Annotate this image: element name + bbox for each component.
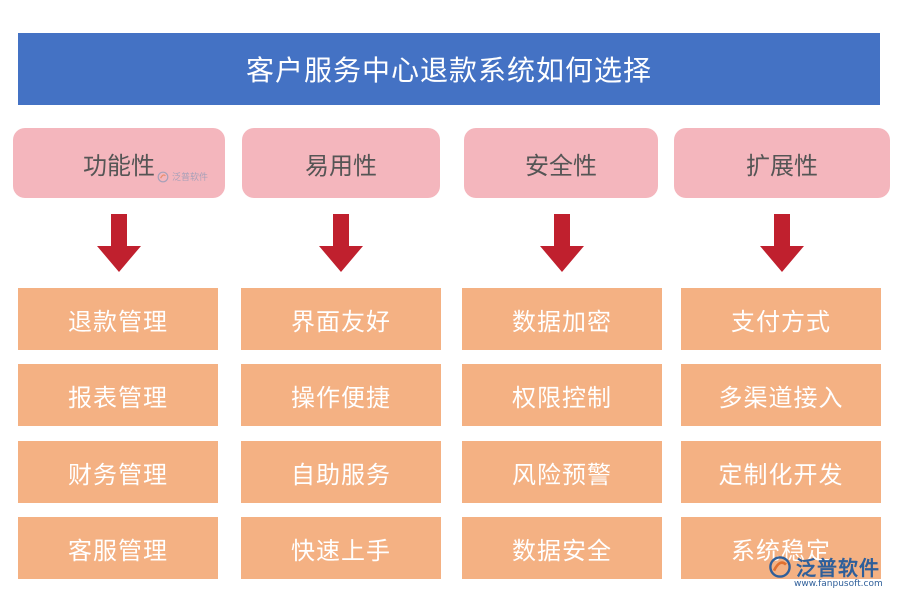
category-box: 易用性: [242, 128, 440, 198]
list-item: 系统稳定: [681, 517, 881, 579]
category-box: 安全性: [464, 128, 658, 198]
list-item: 快速上手: [241, 517, 441, 579]
list-item: 客服管理: [18, 517, 218, 579]
category-box: 扩展性: [674, 128, 890, 198]
watermark-brand: 泛普软件: [796, 556, 880, 580]
list-item: 财务管理: [18, 441, 218, 503]
category-label: 扩展性: [746, 151, 818, 180]
diagram-title: 客户服务中心退款系统如何选择: [18, 33, 880, 105]
down-arrow-icon: [760, 214, 804, 272]
category-label: 功能性: [83, 151, 155, 180]
list-item: 退款管理: [18, 288, 218, 350]
list-item: 权限控制: [462, 364, 662, 426]
watermark-brand: 泛普软件: [172, 173, 209, 183]
list-item: 自助服务: [241, 441, 441, 503]
list-item: 界面友好: [241, 288, 441, 350]
list-item: 多渠道接入: [681, 364, 881, 426]
list-item: 定制化开发: [681, 441, 881, 503]
list-item: 操作便捷: [241, 364, 441, 426]
fanpu-logo-icon: [769, 555, 791, 578]
watermark-large: 泛普软件 www.fanpusoft.com: [768, 552, 883, 589]
down-arrow-icon: [97, 214, 141, 272]
list-item: 支付方式: [681, 288, 881, 350]
down-arrow-icon: [540, 214, 584, 272]
list-item: 数据加密: [462, 288, 662, 350]
fanpu-logo-icon: [157, 171, 169, 182]
watermark-small: 泛普软件: [157, 170, 208, 183]
category-label: 安全性: [525, 151, 597, 180]
watermark-url: www.fanpusoft.com: [794, 579, 883, 589]
down-arrow-icon: [319, 214, 363, 272]
category-box: 功能性: [13, 128, 225, 198]
list-item: 报表管理: [18, 364, 218, 426]
list-item: 风险预警: [462, 441, 662, 503]
category-label: 易用性: [305, 151, 377, 180]
list-item: 数据安全: [462, 517, 662, 579]
